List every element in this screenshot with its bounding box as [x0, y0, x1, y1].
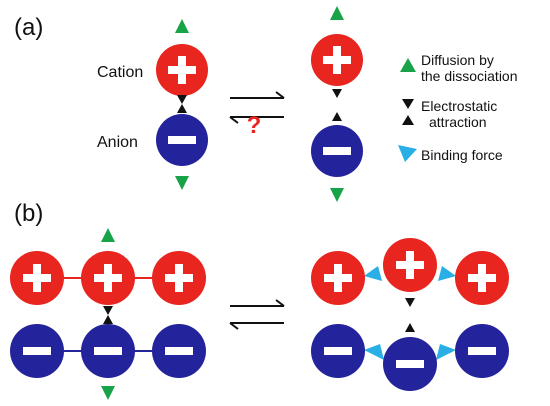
minus-icon — [168, 136, 196, 144]
panel-a-left-pair — [156, 19, 208, 190]
legend-binding-text: Binding force — [421, 147, 503, 163]
minus-icon — [323, 147, 351, 155]
panel-b-right-lattice — [311, 238, 509, 391]
electrostatic-arrow-down-icon — [103, 306, 113, 315]
binding-force-icon — [438, 266, 456, 281]
electrostatic-arrow-up-icon — [177, 104, 187, 113]
cation-label: Cation — [97, 64, 144, 81]
legend-diffusion-line2: the dissociation — [421, 68, 518, 84]
minus-icon — [23, 347, 51, 355]
minus-icon — [396, 360, 424, 368]
minus-icon — [324, 347, 352, 355]
legend-electrostatic-down-icon — [402, 99, 414, 109]
panel-a-equilibrium-icon — [229, 91, 285, 124]
electrostatic-arrow-up-icon — [332, 112, 342, 121]
panel-b-equilibrium-icon — [229, 299, 285, 330]
legend-diffusion-text: Diffusion by the dissociation — [421, 52, 518, 84]
electrostatic-arrow-down-icon — [332, 89, 342, 98]
panel-b-label: (b) — [14, 200, 44, 227]
binding-force-icon — [436, 344, 456, 360]
legend-electrostatic-up-icon — [402, 115, 414, 125]
diffusion-arrow-down-icon — [175, 176, 189, 190]
diffusion-arrow-up-icon — [330, 6, 344, 20]
minus-icon — [165, 347, 193, 355]
legend-symbols — [398, 58, 417, 162]
anion-label: Anion — [97, 134, 138, 151]
electrostatic-arrow-up-icon — [405, 323, 415, 332]
legend-electrostatic-text: Electrostatic attraction — [421, 98, 497, 130]
diffusion-arrow-up-icon — [175, 19, 189, 33]
minus-icon — [468, 347, 496, 355]
legend-diffusion-line1: Diffusion by — [421, 52, 494, 68]
electrostatic-arrow-down-icon — [405, 298, 415, 307]
panel-b-left-lattice — [10, 228, 206, 400]
electrostatic-arrow-up-icon — [103, 315, 113, 324]
binding-force-icon — [364, 266, 382, 281]
binding-force-icon — [364, 344, 384, 360]
diffusion-arrow-down-icon — [101, 386, 115, 400]
diffusion-arrow-down-icon — [330, 188, 344, 202]
electrostatic-arrow-down-icon — [177, 95, 187, 104]
question-mark: ? — [247, 112, 262, 139]
legend-electrostatic-line2: attraction — [429, 114, 487, 130]
legend-diffusion-icon — [400, 58, 416, 72]
panel-a-label: (a) — [14, 14, 44, 41]
panel-a-right-pair — [311, 6, 363, 202]
legend-electrostatic-line1: Electrostatic — [421, 98, 498, 114]
diffusion-arrow-up-icon — [101, 228, 115, 242]
minus-icon — [94, 347, 122, 355]
legend-binding-icon — [398, 145, 417, 162]
